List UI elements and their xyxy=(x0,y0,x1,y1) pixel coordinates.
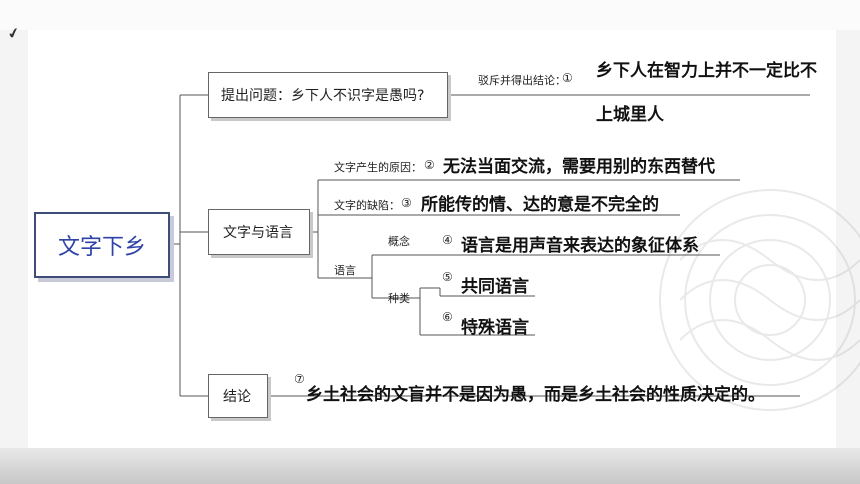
root-label: 文字下乡 xyxy=(57,235,146,260)
kind1-text: 共同语言 xyxy=(461,277,529,297)
branch3-text: 乡土社会的文盲并不是因为愚，而是乡土社会的性质决定的。 xyxy=(306,385,765,405)
concept-text: 语言是用声音来表达的象征体系 xyxy=(461,236,699,256)
concept-label: 概念 xyxy=(388,235,410,248)
flaw-text: 所能传的情、达的意是不完全的 xyxy=(421,195,659,215)
flaw-num: ③ xyxy=(401,196,412,210)
branch3-node: 结论 xyxy=(208,374,268,418)
branch3-num: ⑦ xyxy=(294,372,305,386)
branch3-label: 结论 xyxy=(223,389,251,405)
branch1-label: 提出问题：乡下人不识字是愚吗? xyxy=(221,88,425,104)
cause-num: ② xyxy=(424,158,435,172)
language-label: 语言 xyxy=(334,264,356,277)
kind2-text: 特殊语言 xyxy=(461,318,529,338)
branch1-answer-line2: 上城里人 xyxy=(596,105,664,125)
decorative-pattern xyxy=(659,189,860,411)
root-node: 文字下乡 xyxy=(34,212,170,278)
cause-label: 文字产生的原因： xyxy=(334,161,422,174)
kind1-num: ⑤ xyxy=(442,270,453,284)
branch1-num: ① xyxy=(562,71,573,85)
kind2-num: ⑥ xyxy=(442,310,453,324)
branch2-node: 文字与语言 xyxy=(208,209,310,255)
branch2-label: 文字与语言 xyxy=(223,225,293,241)
branch1-answer-line1: 乡下人在智力上并不一定比不 xyxy=(596,61,817,81)
branch1-sub-label: 驳斥并得出结论： xyxy=(478,74,566,87)
cause-text: 无法当面交流，需要用别的东西替代 xyxy=(443,157,715,177)
concept-num: ④ xyxy=(442,233,453,247)
branch1-node: 提出问题：乡下人不识字是愚吗? xyxy=(208,72,448,118)
flaw-label: 文字的缺陷： xyxy=(334,199,400,212)
top-strip xyxy=(0,0,860,30)
bottom-landscape-strip xyxy=(0,448,860,484)
kinds-label: 种类 xyxy=(388,292,410,305)
